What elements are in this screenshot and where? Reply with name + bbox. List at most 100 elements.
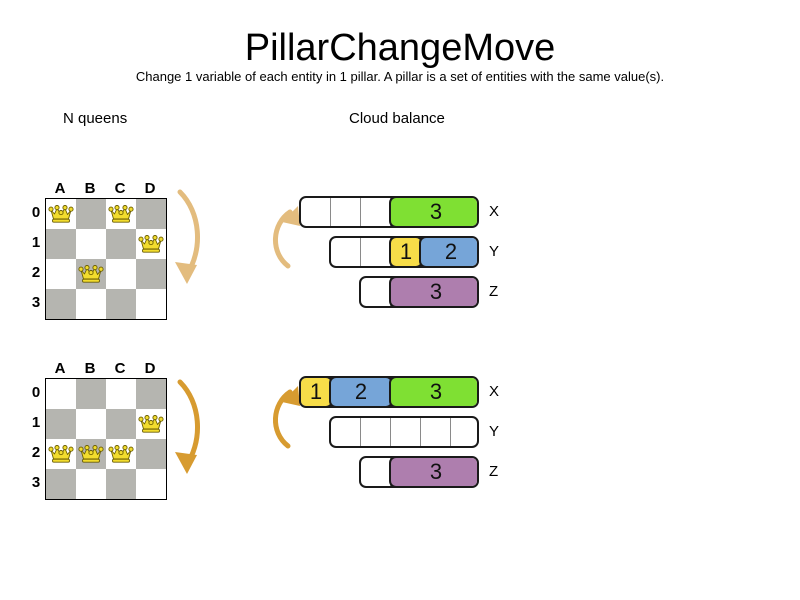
- board-rank-label: 1: [31, 414, 41, 431]
- nqueens-transition-arrow-top: [166, 182, 212, 292]
- cloud-process-block[interactable]: 3: [389, 378, 477, 406]
- cloud-process-block[interactable]: 2: [329, 378, 393, 406]
- board-cell[interactable]: [76, 229, 106, 259]
- queen-icon: [138, 233, 164, 255]
- cloud-computer-bar[interactable]: 3: [359, 456, 479, 488]
- board-cell[interactable]: [106, 409, 136, 439]
- cloud-process-block[interactable]: 1: [301, 378, 333, 406]
- board-file-label: B: [84, 360, 96, 377]
- cloud-computer-label: Z: [489, 463, 499, 480]
- board-file-label: D: [144, 180, 156, 197]
- board-cell[interactable]: [106, 259, 136, 289]
- cloud-process-block[interactable]: 3: [389, 458, 477, 486]
- board-cell[interactable]: [46, 409, 76, 439]
- board-cell[interactable]: [46, 469, 76, 499]
- board-file-labels: A B C D: [45, 360, 165, 378]
- cloud-computer-label: Y: [489, 423, 500, 440]
- nqueens-transition-arrow-bottom: [166, 372, 212, 482]
- queen-icon: [138, 413, 164, 435]
- queen-icon: [48, 443, 74, 465]
- queen-icon: [108, 443, 134, 465]
- board-cell[interactable]: [76, 199, 106, 229]
- board-cell[interactable]: [46, 259, 76, 289]
- cloud-empty-cell[interactable]: [301, 198, 331, 226]
- board-cell[interactable]: [136, 469, 166, 499]
- board-rank-label: 0: [31, 204, 41, 221]
- board-file-label: C: [114, 180, 126, 197]
- board-cell[interactable]: [106, 469, 136, 499]
- board-cell[interactable]: [46, 439, 76, 469]
- cloud-transition-arrow-top: [266, 192, 310, 278]
- cloud-process-block[interactable]: 3: [389, 278, 477, 306]
- cloud-computer-label: X: [489, 203, 500, 220]
- section-heading-nqueens: N queens: [63, 110, 128, 127]
- chess-board: [45, 378, 167, 500]
- board-rank-label: 2: [31, 264, 41, 281]
- board-cell[interactable]: [136, 259, 166, 289]
- board-cell[interactable]: [76, 439, 106, 469]
- page-subtitle: Change 1 variable of each entity in 1 pi…: [135, 69, 665, 84]
- board-file-labels: A B C D: [45, 180, 165, 198]
- board-cell[interactable]: [136, 289, 166, 319]
- queen-icon: [78, 263, 104, 285]
- cloud-computer-bar[interactable]: 3: [359, 276, 479, 308]
- cloud-computer-bar[interactable]: 3: [299, 196, 479, 228]
- board-cell[interactable]: [46, 289, 76, 319]
- board-file-label: C: [114, 360, 126, 377]
- cloud-empty-cell[interactable]: [391, 418, 421, 446]
- board-rank-label: 3: [31, 294, 41, 311]
- cloud-computer-label: Z: [489, 283, 499, 300]
- board-cell[interactable]: [136, 229, 166, 259]
- chess-board: [45, 198, 167, 320]
- board-rank-label: 3: [31, 474, 41, 491]
- cloud-empty-cell[interactable]: [361, 458, 391, 486]
- queen-icon: [78, 443, 104, 465]
- cloud-empty-cell[interactable]: [451, 418, 477, 446]
- board-cell[interactable]: [106, 199, 136, 229]
- cloud-empty-cell[interactable]: [331, 198, 361, 226]
- board-cell[interactable]: [136, 409, 166, 439]
- cloud-empty-cell[interactable]: [361, 278, 391, 306]
- board-cell[interactable]: [76, 259, 106, 289]
- board-file-label: A: [54, 180, 66, 197]
- cloud-empty-cell[interactable]: [361, 418, 391, 446]
- board-cell[interactable]: [106, 439, 136, 469]
- board-file-label: D: [144, 360, 156, 377]
- board-cell[interactable]: [76, 469, 106, 499]
- board-cell[interactable]: [76, 409, 106, 439]
- board-cell[interactable]: [136, 379, 166, 409]
- board-rank-label: 1: [31, 234, 41, 251]
- cloud-computer-bar[interactable]: [329, 416, 479, 448]
- cloud-process-block[interactable]: 1: [389, 238, 423, 266]
- board-cell[interactable]: [136, 199, 166, 229]
- cloud-process-block[interactable]: 2: [419, 238, 477, 266]
- board-cell[interactable]: [46, 379, 76, 409]
- cloud-computer-label: X: [489, 383, 500, 400]
- board-cell[interactable]: [76, 379, 106, 409]
- board-rank-labels: 0 1 2 3: [29, 198, 45, 318]
- board-rank-label: 2: [31, 444, 41, 461]
- cloud-empty-cell[interactable]: [331, 238, 361, 266]
- board-file-label: A: [54, 360, 66, 377]
- section-heading-cloud: Cloud balance: [349, 110, 445, 127]
- board-cell[interactable]: [106, 379, 136, 409]
- cloud-process-block[interactable]: 3: [389, 198, 477, 226]
- queen-icon: [108, 203, 134, 225]
- board-cell[interactable]: [136, 439, 166, 469]
- board-cell[interactable]: [106, 289, 136, 319]
- cloud-empty-cell[interactable]: [421, 418, 451, 446]
- page-title: PillarChangeMove: [244, 27, 556, 69]
- cloud-computer-label: Y: [489, 243, 500, 260]
- board-cell[interactable]: [76, 289, 106, 319]
- board-file-label: B: [84, 180, 96, 197]
- board-cell[interactable]: [46, 199, 76, 229]
- board-cell[interactable]: [106, 229, 136, 259]
- queen-icon: [48, 203, 74, 225]
- cloud-transition-arrow-bottom: [266, 372, 310, 458]
- cloud-empty-cell[interactable]: [331, 418, 361, 446]
- board-cell[interactable]: [46, 229, 76, 259]
- cloud-empty-cell[interactable]: [361, 238, 391, 266]
- cloud-empty-cell[interactable]: [361, 198, 391, 226]
